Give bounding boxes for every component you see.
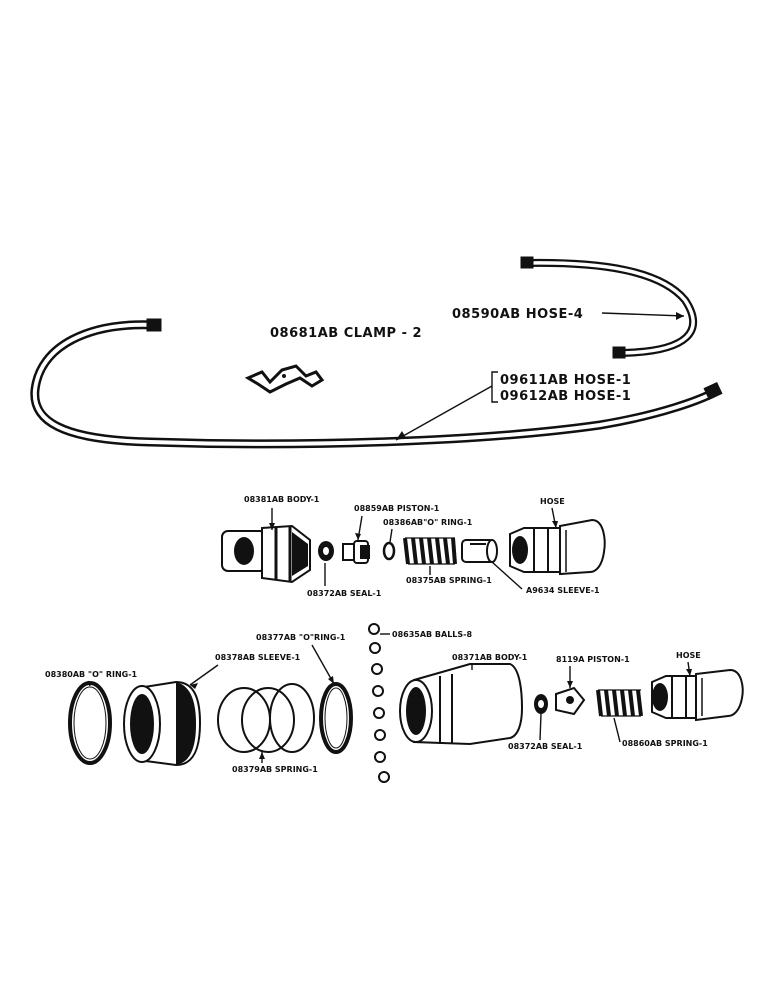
body-08381-label: 08381AB BODY-1: [244, 495, 320, 504]
piston-8119-icon: [555, 686, 586, 716]
hose1-leader: [395, 385, 493, 441]
balls-08635-icon: [368, 623, 390, 783]
hose1b-label: 09612AB HOSE-1: [500, 389, 631, 404]
bracket: [491, 371, 498, 403]
body-08381-icon: [221, 524, 311, 584]
hose-short-icon: [520, 256, 698, 359]
seal-08372-label: 08372AB SEAL-1: [307, 589, 382, 598]
spring-08379-icon: [217, 683, 315, 753]
seal-lower-label: 08372AB SEAL-1: [508, 742, 583, 751]
body-08371-icon: [399, 663, 524, 746]
oring-08386-icon: [382, 541, 396, 561]
seal-08372-icon: [318, 541, 334, 561]
hose-fitting-upper-icon: [509, 518, 606, 576]
balls-08635-label: 08635AB BALLS-8: [392, 630, 472, 639]
hose1a-label: 09611AB HOSE-1: [500, 373, 631, 388]
hose4-label: 08590AB HOSE-4: [452, 307, 583, 322]
oring-08380-icon: [68, 681, 112, 765]
oring-08386-label: 08386AB"O" RING-1: [383, 518, 473, 527]
seal-lower-icon: [534, 694, 548, 714]
piston-08859-label: 08859AB PISTON-1: [354, 504, 440, 513]
hose4-leader: [601, 312, 685, 317]
body-08371-label: 08371AB BODY-1: [452, 653, 528, 662]
piston-08859-icon: [342, 540, 370, 564]
sleeve-a9634-icon: [461, 539, 498, 563]
sleeve-08378-icon: [123, 680, 202, 767]
hose-fitting-lower-icon: [651, 668, 744, 722]
oring-08377-icon: [319, 682, 353, 754]
spring-08379-label: 08379AB SPRING-1: [232, 765, 318, 774]
spring-08375-label: 08375AB SPRING-1: [406, 576, 492, 585]
oring-08380-label: 08380AB "O" RING-1: [45, 670, 138, 679]
piston-8119-label: 8119A PISTON-1: [556, 655, 630, 664]
hose-lower-label: HOSE: [676, 651, 701, 660]
sleeve-a9634-label: A9634 SLEEVE-1: [526, 586, 600, 595]
sleeve-08378-label: 08378AB SLEEVE-1: [215, 653, 301, 662]
oring-08377-label: 08377AB "O"RING-1: [256, 633, 346, 642]
spring-08860-label: 08860AB SPRING-1: [622, 739, 708, 748]
clamp-icon: [244, 364, 325, 394]
hose-long-icon: [30, 318, 723, 449]
clamp-label: 08681AB CLAMP - 2: [270, 326, 422, 341]
spring-08860-icon: [596, 689, 643, 717]
hose-upper-label: HOSE: [540, 497, 565, 506]
spring-08375-icon: [403, 537, 457, 565]
